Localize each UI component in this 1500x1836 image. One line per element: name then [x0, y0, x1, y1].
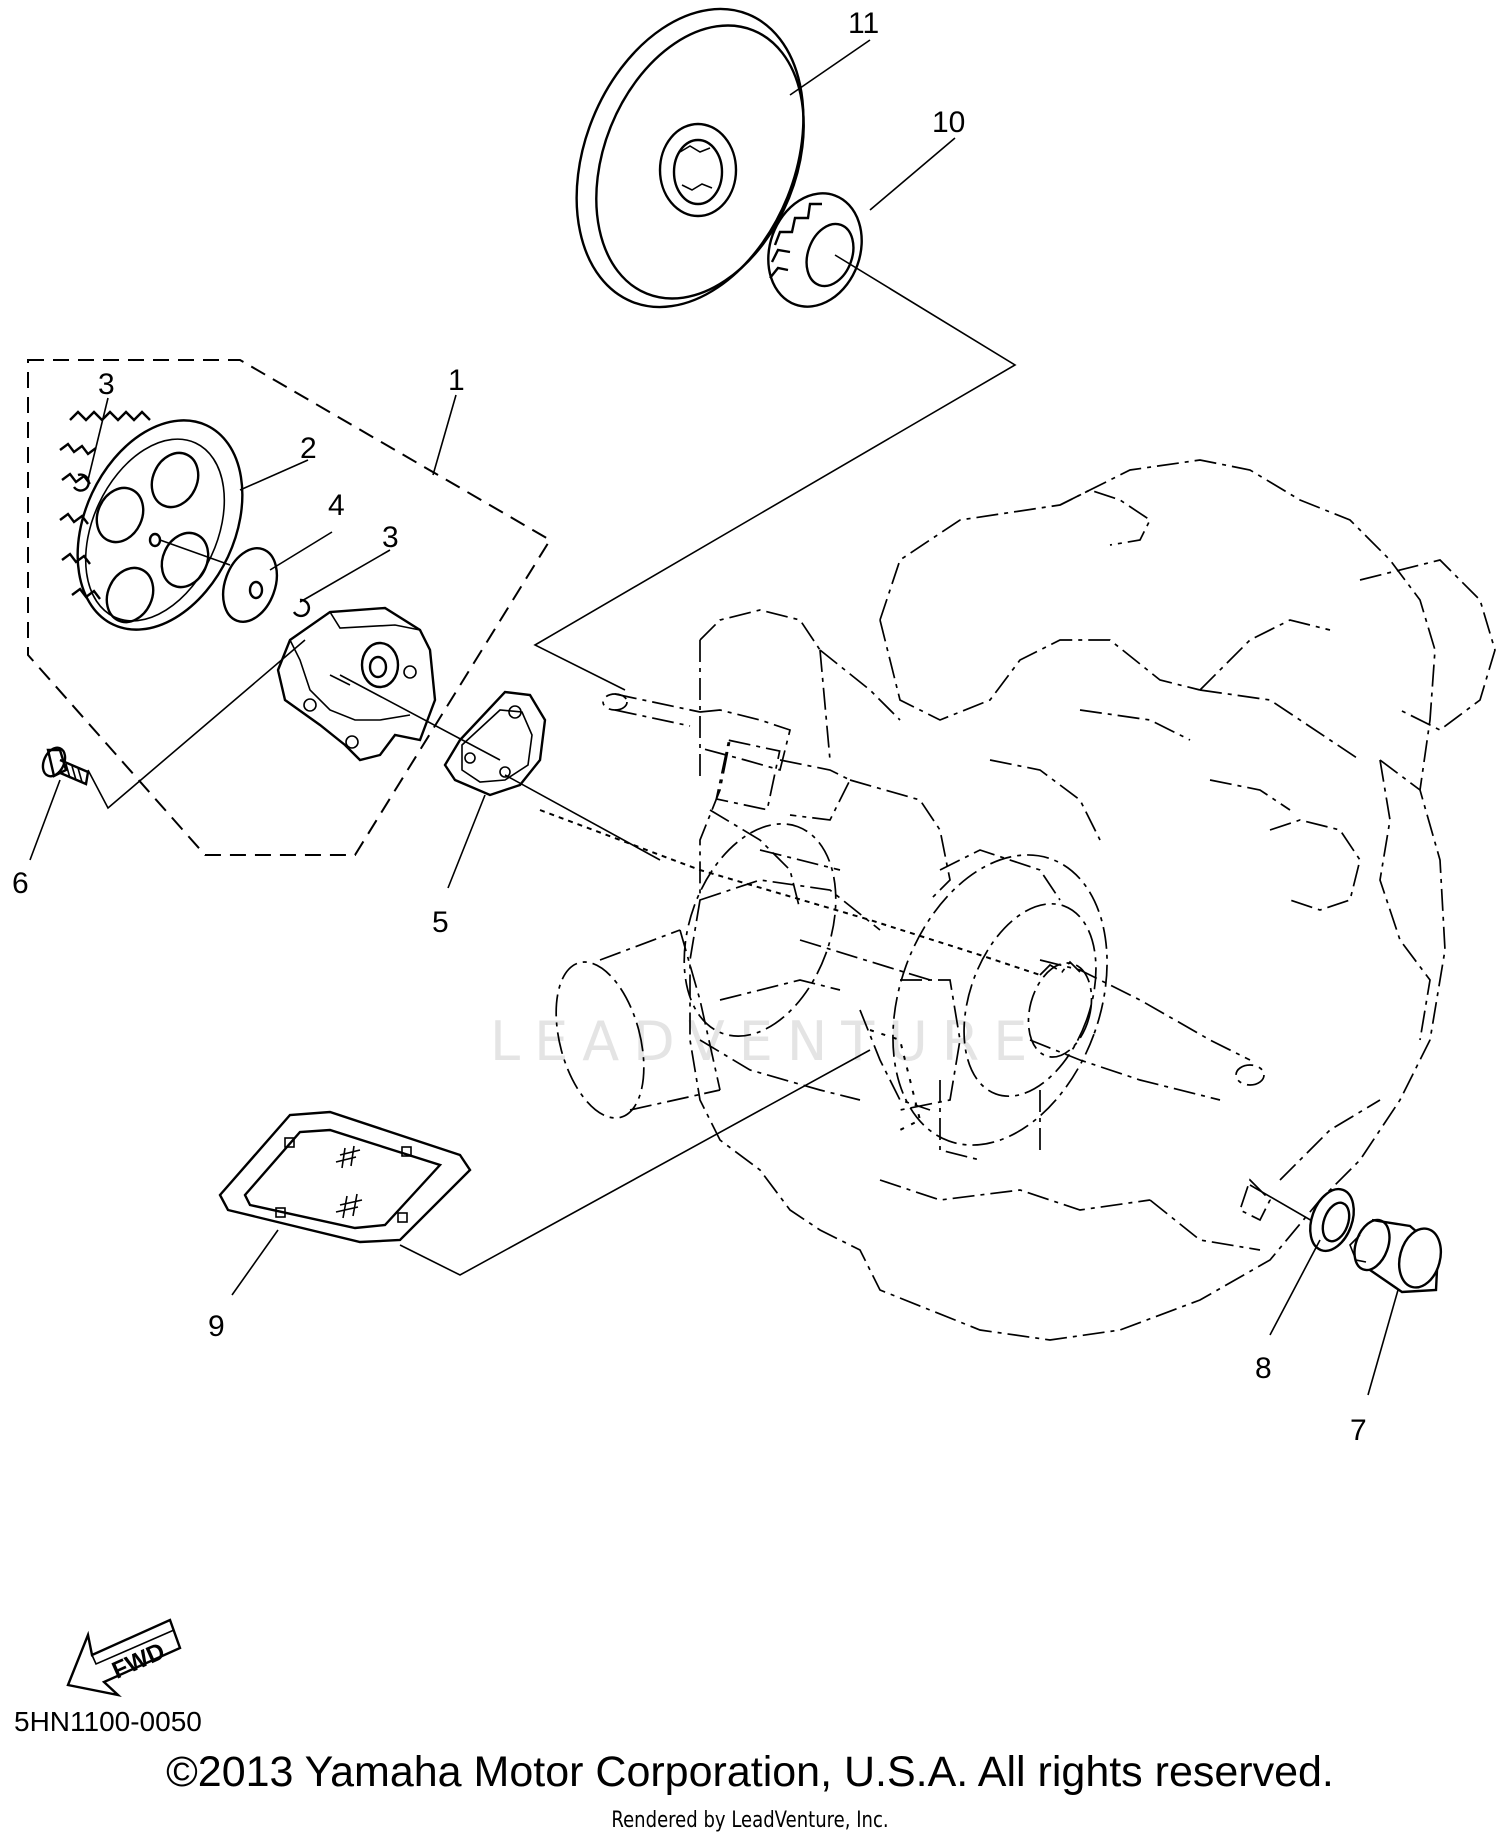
watermark-logo: LEADVENTURE: [490, 1010, 1042, 1073]
pump-gasket: [443, 690, 547, 797]
callout-10: 10: [932, 106, 965, 139]
assembly-line-gear: [533, 254, 1017, 691]
hidden-outline: [869, 1029, 922, 1131]
diagram-code: 5HN1100-0050: [14, 1706, 202, 1737]
callout-11: 11: [848, 7, 879, 40]
assembly-line-pump: [339, 674, 501, 761]
gear-shaft-leader: [159, 539, 231, 566]
oil-seal-cover: [575, 7, 805, 309]
callout-6: 6: [12, 867, 29, 900]
circlip-lower: [292, 598, 311, 618]
assembly-line-gasket: [504, 774, 661, 861]
oil-strainer: [218, 1110, 472, 1244]
bolt: [41, 746, 90, 786]
callout-5: 5: [432, 906, 449, 939]
assembly-1-outline: [27, 359, 552, 856]
oil-pump-gear: [59, 410, 244, 631]
assembly-line-bolt: [87, 639, 306, 810]
drive-gear: [767, 192, 863, 308]
rendered-by-credit: Rendered by LeadVenture, Inc.: [611, 1808, 889, 1833]
callout-1: 1: [448, 364, 465, 397]
callout-2: 2: [300, 432, 317, 465]
callout-9: 9: [208, 1310, 225, 1343]
drain-plug: [1349, 1218, 1443, 1294]
washer: [221, 547, 279, 623]
callout-3b: 3: [382, 521, 399, 554]
fwd-arrow: FWD: [66, 1618, 182, 1698]
crankshaft-phantom: [555, 693, 1265, 1146]
circlip-upper: [73, 473, 90, 492]
callout-4: 4: [328, 489, 345, 522]
assembly-line-strainer: [399, 1049, 871, 1276]
callout-3a: 3: [98, 368, 115, 401]
drain-washer: [1309, 1187, 1355, 1253]
copyright-notice: ©2013 Yamaha Motor Corporation, U.S.A. A…: [166, 1748, 1334, 1796]
crankcase-phantom: [689, 459, 1496, 1341]
callout-leaders: [29, 39, 1399, 1396]
shaft-axis-line: [539, 809, 1041, 976]
callout-8: 8: [1255, 1352, 1272, 1385]
callout-7: 7: [1350, 1414, 1367, 1447]
